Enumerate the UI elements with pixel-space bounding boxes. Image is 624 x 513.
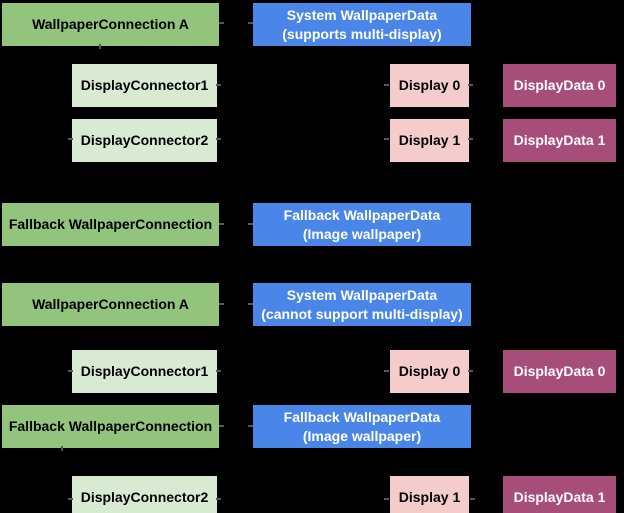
fallback-wallpaper-connection-box-2: Fallback WallpaperConnection bbox=[2, 405, 219, 448]
fallback-wallpaper-connection-box: Fallback WallpaperConnection bbox=[2, 203, 219, 246]
display-data-1-box: DisplayData 1 bbox=[503, 119, 616, 162]
wallpaper-connection-a-box-2: WallpaperConnection A bbox=[2, 283, 219, 326]
display-connector-1-box-2: DisplayConnector1 bbox=[72, 350, 217, 393]
box-label: DisplayConnector2 bbox=[80, 132, 209, 149]
connector-tick bbox=[216, 498, 221, 500]
connector-tick bbox=[248, 22, 253, 24]
box-label: DisplayConnector1 bbox=[80, 363, 209, 380]
box-label: DisplayData 1 bbox=[513, 489, 606, 506]
connector-tick bbox=[216, 84, 221, 86]
box-label: WallpaperConnection A bbox=[32, 296, 189, 313]
box-sublabel: (supports multi-display) bbox=[282, 25, 442, 42]
display-1-box: Display 1 bbox=[390, 119, 469, 162]
connector-tick bbox=[468, 138, 473, 140]
connector-tick bbox=[99, 44, 101, 49]
wallpaper-connection-a-box: WallpaperConnection A bbox=[2, 3, 219, 46]
display-connector-1-box: DisplayConnector1 bbox=[72, 64, 217, 107]
connector-tick bbox=[248, 425, 253, 427]
connector-tick bbox=[61, 446, 63, 451]
connector-tick bbox=[384, 84, 389, 86]
connector-tick bbox=[68, 370, 73, 372]
fallback-wallpaper-data-box-2: Fallback WallpaperData (Image wallpaper) bbox=[253, 405, 471, 448]
connector-tick bbox=[216, 370, 221, 372]
box-sublabel: (Image wallpaper) bbox=[302, 427, 422, 444]
connector-tick bbox=[470, 498, 475, 500]
box-label: Display 1 bbox=[398, 489, 461, 506]
fallback-wallpaper-data-box: Fallback WallpaperData (Image wallpaper) bbox=[253, 203, 471, 246]
connector-tick bbox=[384, 498, 389, 500]
connector-tick bbox=[216, 138, 221, 140]
connector-tick bbox=[219, 425, 224, 427]
box-label: WallpaperConnection A bbox=[32, 16, 189, 33]
display-data-1-box-2: DisplayData 1 bbox=[503, 476, 616, 513]
connector-tick bbox=[248, 303, 253, 305]
display-data-0-box-2: DisplayData 0 bbox=[503, 350, 616, 393]
connector-tick bbox=[384, 138, 389, 140]
box-label: Fallback WallpaperConnection bbox=[8, 216, 213, 233]
box-label: Display 0 bbox=[398, 77, 461, 94]
box-label: Fallback WallpaperData bbox=[283, 409, 441, 425]
display-1-box-2: Display 1 bbox=[390, 476, 469, 513]
box-label: DisplayData 0 bbox=[513, 363, 606, 380]
connector-tick bbox=[468, 84, 473, 86]
connector-tick bbox=[248, 223, 253, 225]
box-label: Fallback WallpaperData bbox=[283, 207, 441, 223]
connector-tick bbox=[468, 370, 473, 372]
box-label: Display 0 bbox=[398, 363, 461, 380]
box-sublabel: (cannot support multi-display) bbox=[261, 305, 463, 322]
connector-tick bbox=[219, 223, 224, 225]
box-sublabel: (Image wallpaper) bbox=[302, 225, 422, 242]
display-data-0-box: DisplayData 0 bbox=[503, 64, 616, 107]
connector-tick bbox=[384, 370, 389, 372]
box-label: System WallpaperData bbox=[286, 287, 438, 303]
box-label: DisplayData 1 bbox=[513, 132, 606, 149]
display-connector-2-box: DisplayConnector2 bbox=[72, 119, 217, 162]
connector-tick bbox=[68, 498, 73, 500]
connector-tick bbox=[68, 138, 73, 140]
box-label: Fallback WallpaperConnection bbox=[8, 418, 213, 435]
box-label: Display 1 bbox=[398, 132, 461, 149]
display-connector-2-box-2: DisplayConnector2 bbox=[72, 476, 217, 513]
box-label: System WallpaperData bbox=[286, 7, 438, 23]
system-wallpaper-data-no-multi-box: System WallpaperData (cannot support mul… bbox=[253, 283, 471, 326]
connector-tick bbox=[219, 22, 224, 24]
box-label: DisplayConnector1 bbox=[80, 77, 209, 94]
box-label: DisplayData 0 bbox=[513, 77, 606, 94]
system-wallpaper-data-multi-box: System WallpaperData (supports multi-dis… bbox=[253, 3, 471, 46]
display-0-box-2: Display 0 bbox=[390, 350, 469, 393]
display-0-box: Display 0 bbox=[390, 64, 469, 107]
box-label: DisplayConnector2 bbox=[80, 489, 209, 506]
connector-tick bbox=[219, 303, 224, 305]
